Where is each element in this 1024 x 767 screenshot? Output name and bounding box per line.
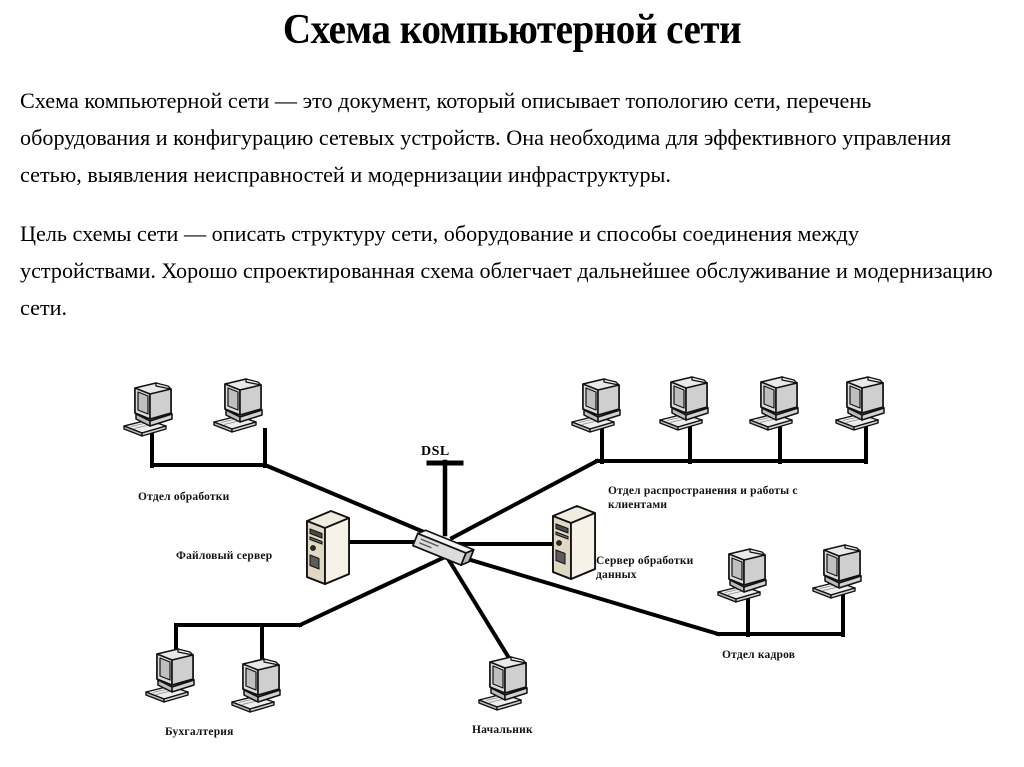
label-hr-department: Отдел кадров bbox=[722, 649, 796, 661]
link-accounting-switch bbox=[297, 553, 450, 628]
dsl-label: DSL bbox=[421, 444, 450, 459]
label-accounting: Бухгалтерия bbox=[165, 726, 234, 738]
workstation-distribution-2[interactable] bbox=[659, 376, 709, 431]
paragraph-1: Схема компьютерной сети — это документ, … bbox=[20, 88, 952, 187]
label-file-server: Файловый сервер bbox=[176, 550, 273, 562]
link-hr-switch bbox=[451, 552, 721, 637]
workstation-processing-2[interactable] bbox=[213, 378, 263, 433]
network-diagram-canvas bbox=[123, 376, 885, 713]
paragraph-2: Цель схемы сети — описать структуру сети… bbox=[20, 221, 993, 320]
file-server-icon[interactable] bbox=[306, 510, 350, 585]
workstation-distribution-3[interactable] bbox=[749, 376, 799, 431]
link-manager-switch bbox=[444, 554, 512, 661]
link-processing-switch bbox=[262, 462, 441, 541]
page-title: Схема компьютерной сети bbox=[282, 7, 742, 53]
network-switch[interactable] bbox=[411, 528, 475, 567]
workstation-distribution-4[interactable] bbox=[835, 376, 885, 431]
workstation-accounting-2[interactable] bbox=[231, 658, 281, 713]
workstation-accounting-1[interactable] bbox=[145, 648, 195, 703]
label-processing-department: Отдел обработки bbox=[138, 491, 230, 503]
data-server-icon[interactable] bbox=[552, 505, 596, 580]
document-body: Схема компьютерной сети — это документ, … bbox=[20, 82, 1010, 348]
network-links bbox=[150, 426, 868, 662]
workstation-hr-2[interactable] bbox=[812, 544, 862, 599]
label-manager: Начальник bbox=[472, 724, 533, 736]
link-distribution-switch bbox=[449, 458, 600, 541]
label-data-server: Сервер обработки данных bbox=[596, 555, 694, 581]
workstation-hr-1[interactable] bbox=[717, 548, 767, 603]
workstation-distribution-1[interactable] bbox=[571, 378, 621, 433]
workstation-processing-1[interactable] bbox=[123, 382, 173, 437]
workstation-manager[interactable] bbox=[478, 656, 528, 711]
label-distribution-department: Отдел распространения и работы с клиента… bbox=[608, 485, 798, 511]
network-diagram: DSL Отдел обработки Файловый сервер Отде… bbox=[0, 362, 1024, 767]
